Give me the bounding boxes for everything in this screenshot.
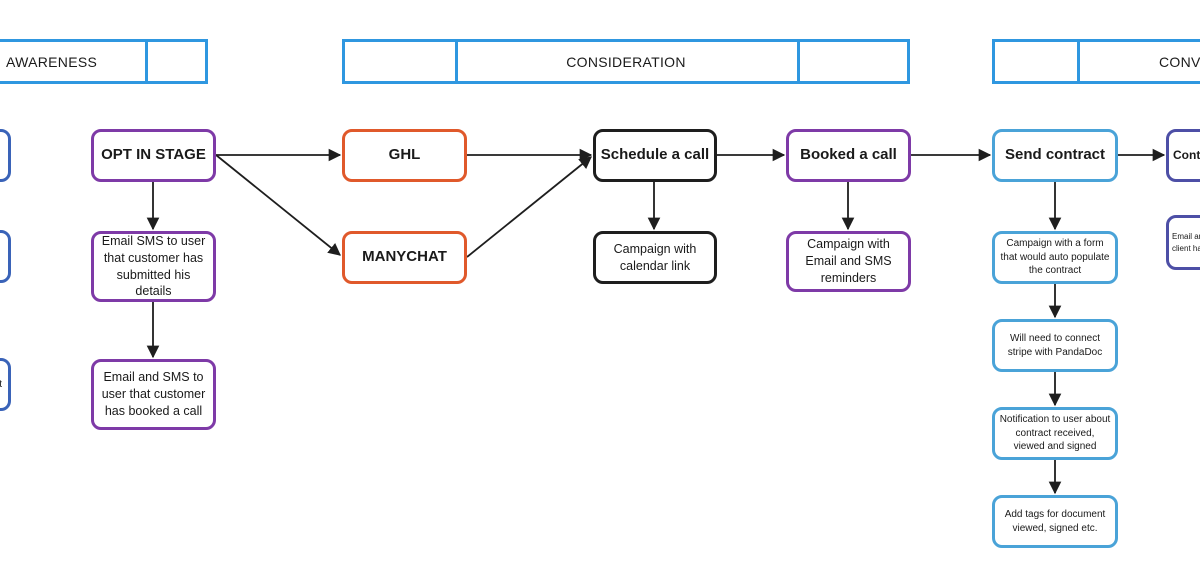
partial-node-left-2 (0, 230, 11, 283)
campaign-form-node: Campaign with a form that would auto pop… (992, 231, 1118, 284)
stage-divider (145, 42, 148, 81)
email-client-partial-text: Email an client ha (1172, 231, 1200, 253)
opt-in-stage-node: OPT IN STAGE (91, 129, 216, 182)
add-tags-node: Add tags for document viewed, signed etc… (992, 495, 1118, 548)
partial-node-left-3-text: t (0, 378, 2, 392)
stage-divider (797, 42, 800, 81)
schedule-call-node: Schedule a call (593, 129, 717, 182)
campaign-reminders-node: Campaign with Email and SMS reminders (786, 231, 911, 292)
stage-divider (455, 42, 458, 81)
stage-label-conversion: CONV (1159, 53, 1200, 70)
email-sms-booked-node: Email and SMS to user that customer has … (91, 359, 216, 430)
partial-node-left-3: t (0, 358, 11, 411)
stage-divider (1077, 42, 1080, 81)
contract-partial-node: Contr (1166, 129, 1200, 182)
email-sms-submitted-node: Email SMS to user that customer has subm… (91, 231, 216, 302)
stage-label-awareness: AWARENESS (6, 53, 98, 70)
stage-bar-consideration: CONSIDERATION (342, 39, 910, 84)
partial-node-left-1 (0, 129, 11, 182)
send-contract-node: Send contract (992, 129, 1118, 182)
connect-stripe-node: Will need to connect stripe with PandaDo… (992, 319, 1118, 372)
stage-bar-awareness: AWARENESS (0, 39, 208, 84)
manychat-node: MANYCHAT (342, 231, 467, 284)
campaign-calendar-node: Campaign with calendar link (593, 231, 717, 284)
arrow-optin-to-manychat (215, 154, 341, 256)
stage-bar-conversion: CONV (992, 39, 1200, 84)
email-client-partial-node: Email an client ha (1166, 215, 1200, 270)
stage-label-consideration: CONSIDERATION (566, 53, 686, 70)
notification-node: Notification to user about contract rece… (992, 407, 1118, 460)
arrow-manychat-to-schedule (466, 156, 592, 258)
booked-call-node: Booked a call (786, 129, 911, 182)
contract-partial-text: Contr (1173, 148, 1200, 163)
ghl-node: GHL (342, 129, 467, 182)
